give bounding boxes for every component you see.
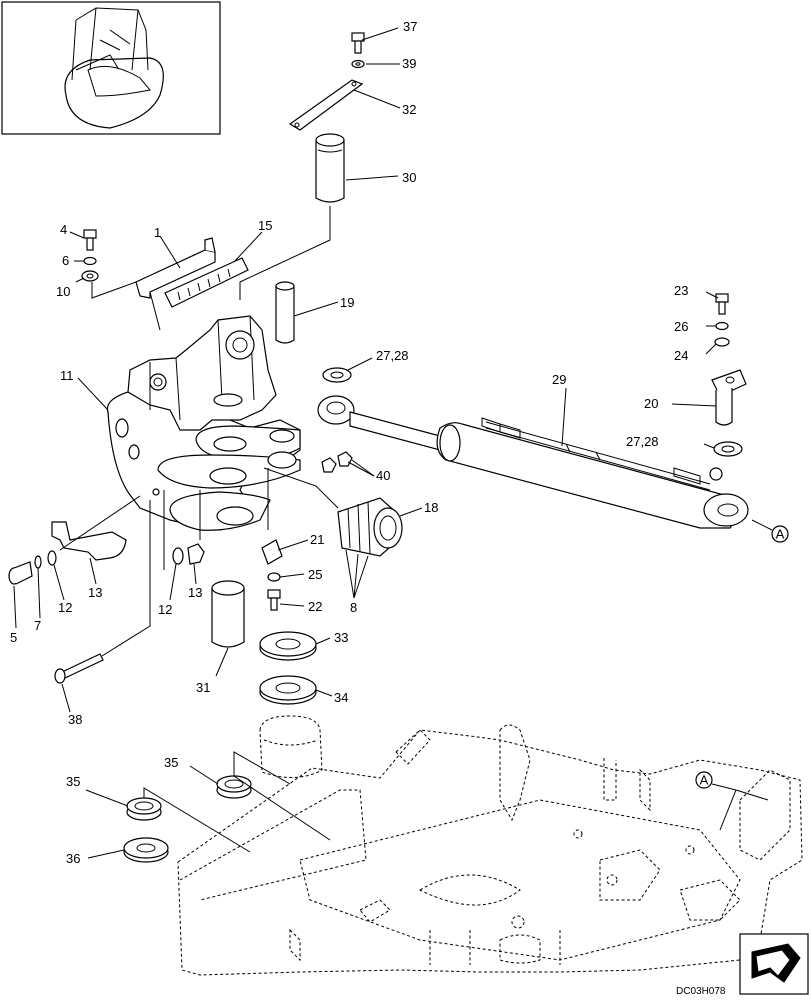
label-30: 30	[402, 170, 416, 185]
washer-36	[123, 837, 169, 863]
nut-40a	[321, 457, 337, 473]
bolt-4	[83, 229, 97, 251]
label-32: 32	[402, 102, 416, 117]
label-8: 8	[350, 600, 357, 615]
label-27-28-left: 27,28	[376, 348, 409, 363]
label-19: 19	[340, 295, 354, 310]
label-36: 36	[66, 851, 80, 866]
washer-10	[81, 270, 99, 282]
bolt-5	[8, 561, 33, 585]
thrust-washer-33	[259, 631, 317, 661]
bolt-38	[54, 653, 104, 684]
washer-39	[351, 59, 365, 69]
cylinder-29	[317, 395, 749, 529]
label-1: 1	[154, 225, 161, 240]
bracket-1	[135, 237, 216, 331]
label-13-middle: 13	[188, 585, 202, 600]
swing-bracket-11	[106, 315, 301, 531]
label-23: 23	[674, 283, 688, 298]
label-39: 39	[402, 56, 416, 71]
label-20: 20	[644, 396, 658, 411]
clamp-15	[164, 257, 249, 308]
upper-frame-outline	[177, 715, 803, 976]
washer-25	[267, 572, 281, 582]
label-24: 24	[674, 348, 688, 363]
drawing-code: DC03H078	[676, 986, 726, 997]
label-13-left: 13	[88, 585, 102, 600]
label-15: 15	[258, 218, 272, 233]
label-22: 22	[308, 599, 322, 614]
pin-31	[211, 580, 245, 648]
label-12-middle: 12	[158, 602, 172, 617]
bolt-23	[715, 293, 729, 315]
label-40: 40	[376, 468, 390, 483]
bushing-18	[337, 497, 403, 557]
label-34: 34	[334, 690, 348, 705]
label-10: 10	[56, 284, 70, 299]
ref-marker-a-right: A	[771, 525, 789, 543]
plate-21	[261, 539, 283, 565]
leader-lines	[13, 27, 773, 859]
label-5: 5	[10, 630, 17, 645]
washer-26	[715, 321, 729, 331]
label-18: 18	[424, 500, 438, 515]
part-labels: 37 39 32 30 4 6 10 1 15 19 11 23 26 24 2…	[10, 19, 688, 866]
label-35-upper: 35	[164, 755, 178, 770]
washer-27-28a	[322, 367, 352, 383]
pin-30	[315, 133, 345, 203]
label-7: 7	[34, 618, 41, 633]
bolt-22	[267, 589, 281, 611]
label-27-28-right: 27,28	[626, 434, 659, 449]
pin-20	[711, 369, 747, 426]
thrust-washer-34	[259, 675, 317, 705]
label-37: 37	[403, 19, 417, 34]
label-25: 25	[308, 567, 322, 582]
bolt-37	[351, 32, 365, 54]
label-29: 29	[552, 372, 566, 387]
washer-12b	[172, 547, 184, 565]
plate-32	[288, 79, 364, 131]
excavator-cab-thumbnail-icon	[1, 1, 221, 135]
label-33: 33	[334, 630, 348, 645]
ref-marker-text: A	[700, 773, 709, 788]
stopper-13	[51, 521, 127, 561]
label-4: 4	[60, 222, 67, 237]
forward-arrow-icon	[739, 933, 809, 995]
label-35-lower: 35	[66, 774, 80, 789]
ref-marker-a-frame: A	[695, 771, 713, 789]
label-26: 26	[674, 319, 688, 334]
bushing-35b	[126, 797, 162, 821]
washer-24	[714, 337, 730, 347]
washer-6	[83, 256, 97, 266]
washer-7	[34, 555, 42, 569]
label-12-left: 12	[58, 600, 72, 615]
label-6: 6	[62, 253, 69, 268]
label-21: 21	[310, 532, 324, 547]
label-11: 11	[60, 368, 74, 383]
nut-13b	[187, 543, 205, 565]
washer-27-28b	[713, 441, 743, 457]
pin-19	[275, 281, 295, 344]
nut-40b	[337, 451, 353, 467]
label-38: 38	[68, 712, 82, 727]
ref-marker-text: A	[776, 527, 785, 542]
label-31: 31	[196, 680, 210, 695]
bushing-35a	[216, 775, 252, 799]
washer-12a	[47, 550, 57, 566]
